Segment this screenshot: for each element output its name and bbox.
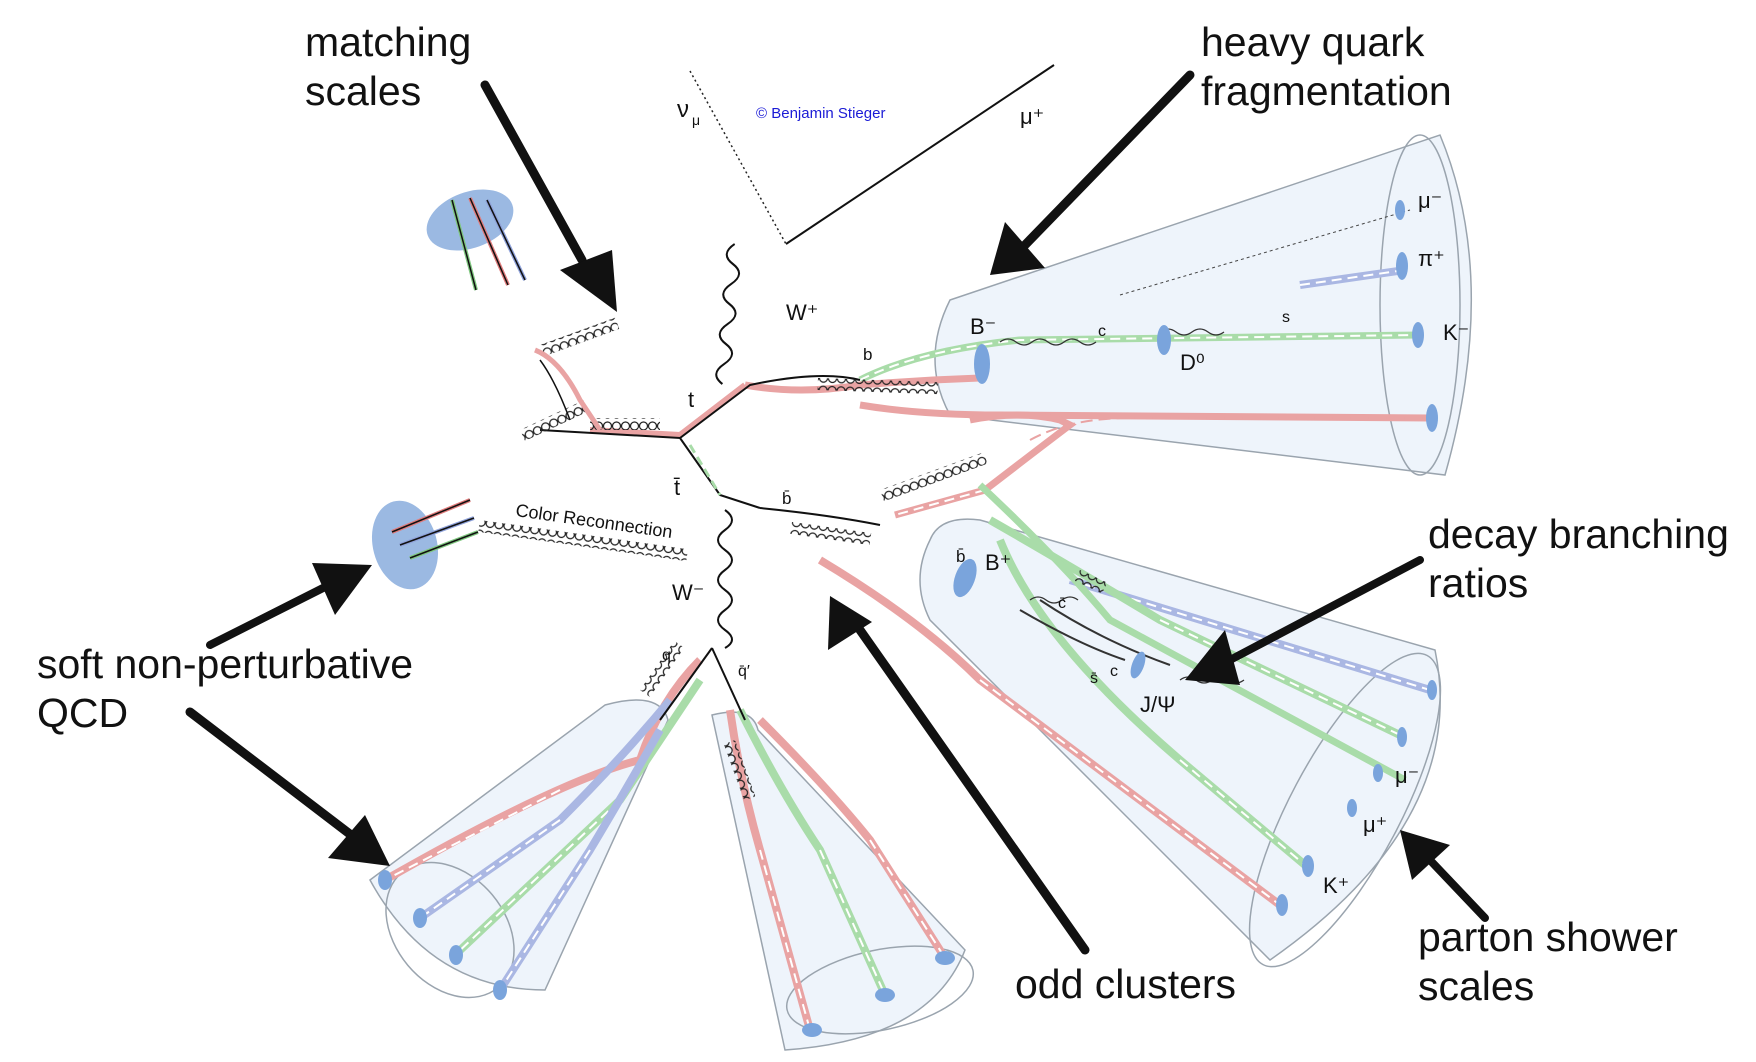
label-t: t <box>688 387 694 412</box>
label-sbar: s̄ <box>1090 670 1098 687</box>
callout-decay-branching-ratios: decay branching ratios <box>1428 510 1729 608</box>
proton-upper <box>426 189 527 291</box>
arrow-decay-branching <box>1185 556 1424 685</box>
arrow-heavy-quark <box>990 70 1195 275</box>
cone-lower-middle <box>711 711 975 1051</box>
callout-line: scales <box>305 68 422 114</box>
arrow-parton-shower <box>1400 830 1489 922</box>
proton-lower <box>371 498 479 590</box>
label-mu-plus-top: μ⁺ <box>1020 104 1044 129</box>
callout-line: scales <box>1418 963 1535 1009</box>
label-s: s <box>1282 309 1290 326</box>
label-c-low: c <box>1110 663 1118 680</box>
arrow-soft-qcd-down <box>185 707 390 866</box>
cone-lower-right <box>919 518 1442 968</box>
label-qbar-prime: q̄′ <box>738 663 750 680</box>
label-b-minus: B⁻ <box>970 314 996 339</box>
callout-line: fragmentation <box>1201 68 1452 114</box>
label-k-plus: K⁺ <box>1323 873 1349 898</box>
label-pi-plus: π⁺ <box>1418 246 1445 271</box>
label-k-minus: K⁻ <box>1443 320 1469 345</box>
callout-line: parton shower <box>1418 914 1678 960</box>
label-jpsi: J/Ψ <box>1140 692 1176 717</box>
credit-text: © Benjamin Stieger <box>756 105 885 122</box>
label-b-plus: B⁺ <box>985 550 1011 575</box>
callout-soft-qcd: soft non-perturbative QCD <box>37 640 413 738</box>
callout-line: QCD <box>37 690 129 736</box>
cone-upper-right <box>934 134 1473 476</box>
label-mu-minus-top: μ⁻ <box>1418 188 1442 213</box>
callout-line: heavy quark <box>1201 19 1425 65</box>
label-c: c <box>1098 323 1106 340</box>
callout-line: matching <box>305 19 472 65</box>
quark-lines-lower-left <box>383 657 704 993</box>
w-plus-boson <box>715 243 741 385</box>
gluon-chains <box>478 317 1108 801</box>
label-b: b <box>863 345 872 364</box>
callout-line: odd clusters <box>1015 961 1237 1007</box>
hadron-blobs <box>378 200 1438 1037</box>
label-q: q <box>662 647 671 664</box>
label-cbar: c̄ <box>1058 595 1066 612</box>
callout-odd-clusters: odd clusters <box>1015 960 1236 1009</box>
w-minus-boson <box>717 509 733 649</box>
quark-lines-upper-right <box>744 266 1431 519</box>
arrow-soft-qcd-up <box>206 563 372 649</box>
quark-lines-lower-right <box>817 482 1432 909</box>
label-w-plus: W⁺ <box>786 300 818 325</box>
label-nu-mu-sub: μ <box>692 112 700 128</box>
callout-heavy-quark-fragmentation: heavy quark fragmentation <box>1201 18 1452 116</box>
label-bbar-meson: b̄ <box>956 547 965 566</box>
label-tbar: t̄ <box>674 475 680 500</box>
label-d0: D⁰ <box>1180 350 1205 375</box>
label-mu-plus-low: μ⁺ <box>1363 812 1387 837</box>
callout-line: soft non-perturbative <box>37 641 414 687</box>
label-w-minus: W⁻ <box>672 580 704 605</box>
label-nu-mu: ν <box>677 96 689 123</box>
callout-parton-shower-scales: parton shower scales <box>1418 913 1678 1011</box>
arrow-odd-clusters <box>828 596 1090 955</box>
callout-line: decay branching <box>1428 511 1729 557</box>
hard-process <box>539 64 1055 721</box>
callout-matching-scales: matching scales <box>305 18 471 116</box>
label-mu-minus-low: μ⁻ <box>1395 763 1419 788</box>
arrow-matching-scales <box>480 80 617 312</box>
callout-line: ratios <box>1428 560 1529 606</box>
label-bbar: b̄ <box>782 489 791 508</box>
